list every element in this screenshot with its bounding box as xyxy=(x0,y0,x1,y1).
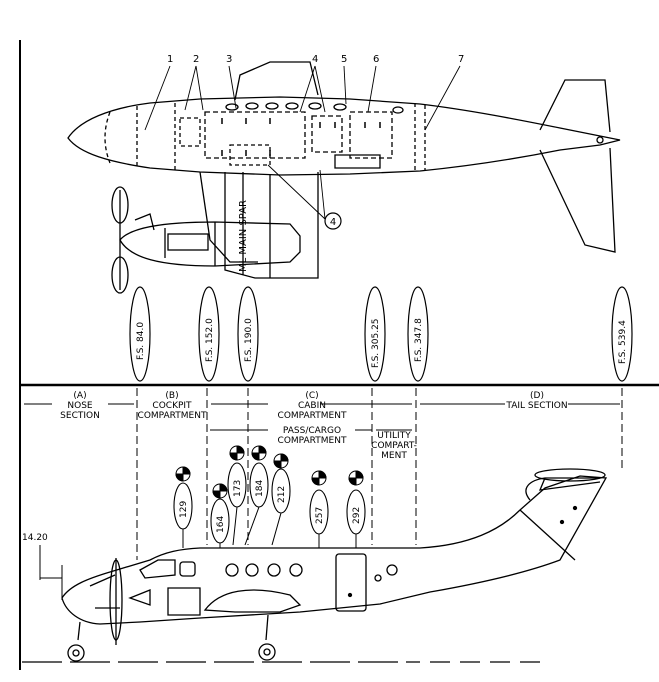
station-fs-84: F.S. 84.0 xyxy=(129,286,151,382)
svg-text:F.S. 84.0: F.S. 84.0 xyxy=(136,322,146,360)
dimension-text: 14.20 xyxy=(22,533,48,543)
side-view-aircraft xyxy=(22,468,608,663)
svg-text:F.S. 539.4: F.S. 539.4 xyxy=(618,320,628,364)
station-fs-305: F.S. 305.25 xyxy=(364,286,386,382)
section-text: (A) NOSE SECTION (B) COCKPIT COMPARTMENT… xyxy=(60,391,567,461)
callout-5: 5 xyxy=(341,54,347,65)
cg-257: 257 xyxy=(309,489,329,548)
section-boundary-lines xyxy=(136,388,623,560)
tail-letter: (D) xyxy=(530,391,544,401)
cockpit-letter: (B) xyxy=(165,391,178,401)
cabin-tick-marks xyxy=(221,118,381,156)
svg-text:173: 173 xyxy=(233,480,243,497)
callout-1: 1 xyxy=(167,54,173,65)
callout-3: 3 xyxy=(226,54,232,65)
svg-text:129: 129 xyxy=(179,501,189,518)
svg-text:184: 184 xyxy=(255,480,265,497)
cg-ovals: 129 164 173 184 212 257 xyxy=(173,462,366,548)
main-spar-label: ML MAIN SPAR xyxy=(238,200,249,272)
cg-184: 184 xyxy=(244,462,269,546)
callout-leader-lines xyxy=(144,65,461,220)
station-fs-347: F.S. 347.8 xyxy=(407,286,429,382)
callout-2: 2 xyxy=(193,54,199,65)
nose-letter: (A) xyxy=(73,391,86,401)
callout-4-circle xyxy=(324,212,342,230)
cabin-line2: COMPARTMENT xyxy=(278,411,347,421)
callout-7: 7 xyxy=(458,54,464,65)
top-view-aircraft xyxy=(67,61,621,294)
svg-text:292: 292 xyxy=(352,507,362,524)
svg-text:257: 257 xyxy=(315,507,325,524)
station-markers: F.S. 84.0 F.S. 152.0 F.S. 190.0 F.S. 305… xyxy=(129,286,633,382)
cg-129: 129 xyxy=(173,482,193,548)
cockpit-line1: COCKPIT xyxy=(152,401,192,411)
nose-line1: NOSE xyxy=(67,401,93,411)
section-arrows xyxy=(24,403,620,431)
utility-line2: COMPART- xyxy=(371,441,417,451)
svg-text:F.S. 152.0: F.S. 152.0 xyxy=(205,318,215,362)
station-fs-539: F.S. 539.4 xyxy=(611,286,633,382)
pass-cargo-line2: COMPARTMENT xyxy=(278,436,347,446)
station-fs-190: F.S. 190.0 xyxy=(237,286,259,382)
cg-164: 164 xyxy=(210,498,230,548)
cg-212: 212 xyxy=(271,468,291,546)
nose-line2: SECTION xyxy=(60,411,100,421)
cabin-line1: CABIN xyxy=(298,401,326,411)
svg-text:212: 212 xyxy=(277,486,287,503)
cg-292: 292 xyxy=(346,489,366,548)
cg-173: 173 xyxy=(227,462,247,546)
utility-line3: MENT xyxy=(381,451,407,461)
pass-cargo-line1: PASS/CARGO xyxy=(283,426,341,436)
svg-text:F.S. 347.8: F.S. 347.8 xyxy=(414,318,424,362)
svg-text:F.S. 190.0: F.S. 190.0 xyxy=(244,318,254,362)
station-fs-152: F.S. 152.0 xyxy=(198,286,220,382)
utility-line1: UTILITY xyxy=(377,431,411,441)
callout-4-circled-text: 4 xyxy=(330,217,336,228)
callout-labels: 1 2 3 4 5 6 7 xyxy=(167,54,464,65)
dimension-marker: 14.20 xyxy=(22,533,63,600)
svg-text:164: 164 xyxy=(216,516,226,533)
callout-4: 4 xyxy=(312,54,318,65)
cabin-letter: (C) xyxy=(305,391,318,401)
callout-6: 6 xyxy=(373,54,379,65)
cg-symbols xyxy=(175,445,364,499)
tail-line1: TAIL SECTION xyxy=(505,401,567,411)
svg-text:F.S. 305.25: F.S. 305.25 xyxy=(371,318,381,368)
cockpit-line2: COMPARTMENT xyxy=(138,411,207,421)
